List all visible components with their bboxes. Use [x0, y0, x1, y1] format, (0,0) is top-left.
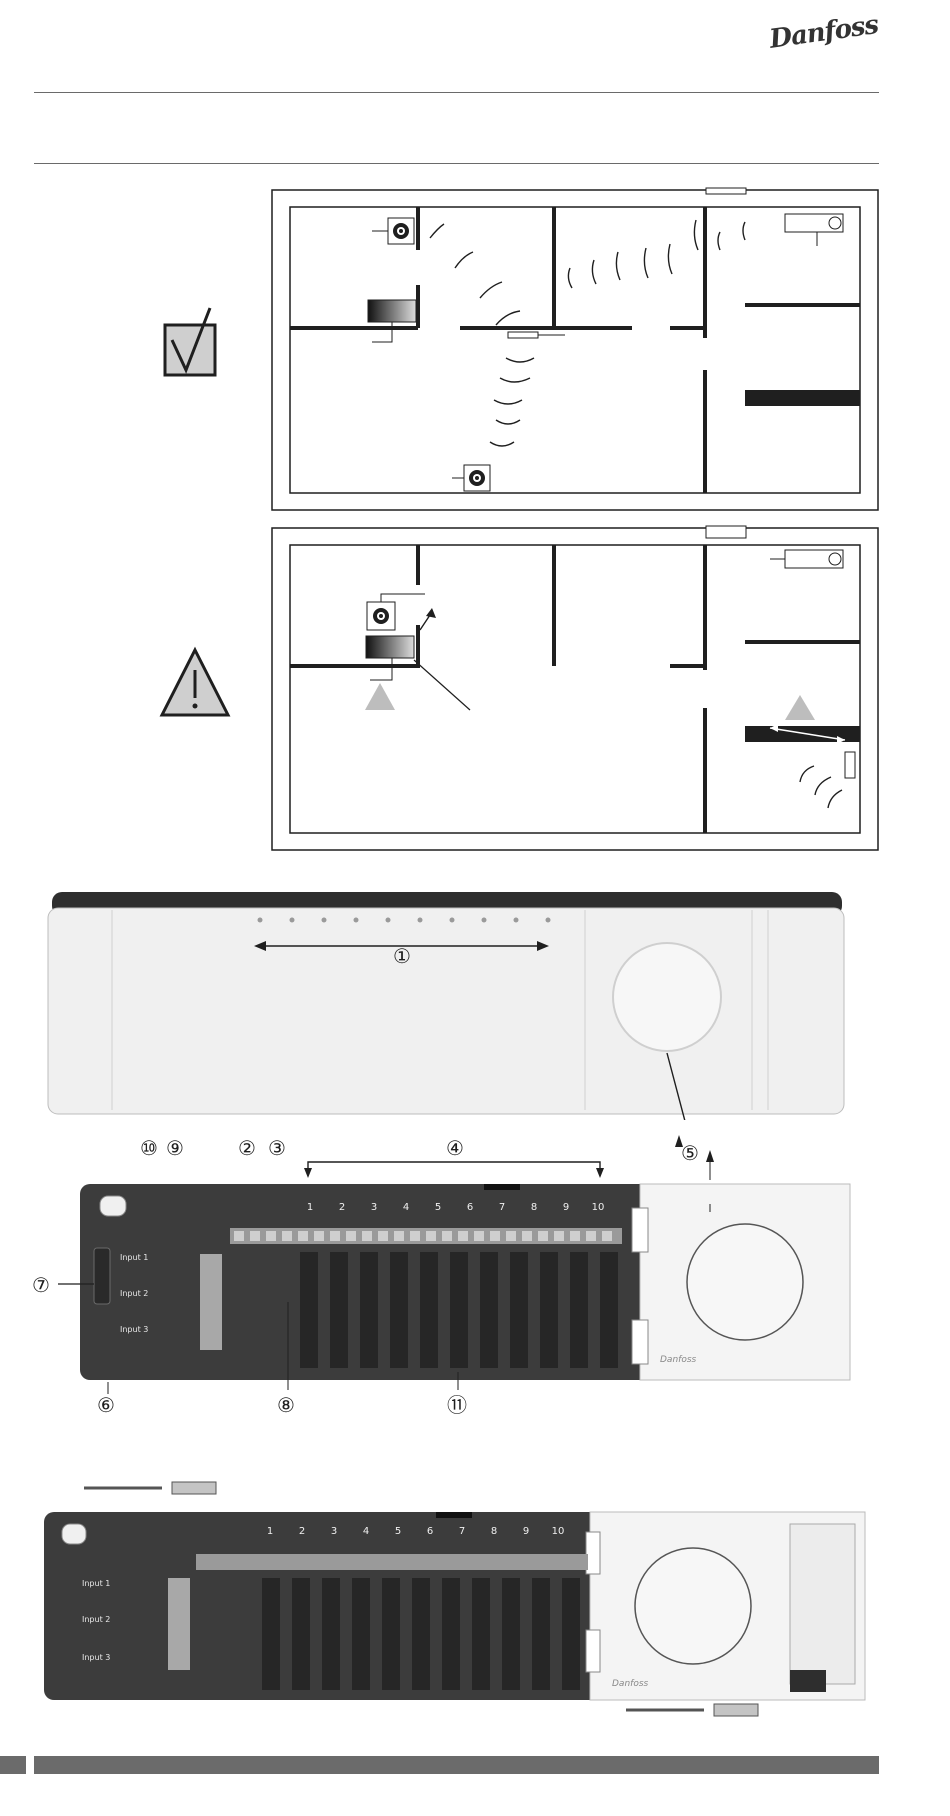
footer-bar: [34, 1756, 879, 1774]
svg-text:Input 2: Input 2: [82, 1615, 110, 1624]
callout-10: ⑩: [140, 1136, 158, 1160]
svg-text:8: 8: [531, 1202, 537, 1213]
mounting-screw-icon: [622, 1700, 782, 1724]
antenna-cover: [687, 1224, 803, 1340]
device-logo: Danfoss: [612, 1679, 649, 1689]
svg-text:4: 4: [363, 1526, 369, 1537]
room-thermostat: [452, 465, 490, 491]
callout-3: ③: [268, 1136, 286, 1160]
callout-11: ⑪: [447, 1393, 467, 1417]
svg-text:5: 5: [395, 1526, 401, 1537]
callout-6: ⑥: [97, 1393, 115, 1417]
controller-open-view: Input 1 Input 2 Input 3 1 2 3 4 5 6 7 8 …: [0, 1172, 950, 1452]
svg-text:3: 3: [371, 1202, 377, 1213]
header-rule-top: [34, 92, 879, 93]
svg-text:9: 9: [523, 1526, 529, 1537]
svg-text:1: 1: [267, 1526, 273, 1537]
svg-text:4: 4: [403, 1202, 409, 1213]
svg-text:10: 10: [552, 1526, 565, 1537]
floor-plan-incorrect: [0, 520, 950, 860]
callout-5: ⑤: [681, 1141, 699, 1165]
svg-text:9: 9: [563, 1202, 569, 1213]
inner-outline: [290, 207, 860, 493]
header-rule-bottom: [34, 163, 879, 164]
callout-8: ⑧: [277, 1393, 295, 1417]
svg-text:Input 3: Input 3: [82, 1653, 110, 1662]
master-controller: [770, 550, 843, 568]
svg-text:Input 1: Input 1: [120, 1253, 148, 1262]
callout-2: ②: [238, 1136, 256, 1160]
antenna-icon: [508, 332, 538, 338]
footer-page-marker: [0, 1756, 26, 1774]
main-unit-icon: [368, 300, 416, 322]
svg-text:10: 10: [592, 1202, 605, 1213]
svg-text:2: 2: [299, 1526, 305, 1537]
room-thermostat: [372, 218, 414, 244]
svg-text:Input 2: Input 2: [120, 1289, 148, 1298]
building-outline: [272, 190, 878, 510]
antenna-cover: [613, 943, 721, 1051]
master-controller: [785, 214, 843, 246]
controller-open-view-plain: Input 1 Input 2 Input 3 1 2 3 4 5 6 7 8 …: [0, 1500, 950, 1750]
svg-text:6: 6: [427, 1526, 433, 1537]
svg-text:5: 5: [435, 1202, 441, 1213]
danfoss-logo: Danfoss: [768, 11, 873, 65]
svg-text:Input 1: Input 1: [82, 1579, 110, 1588]
antenna-cover: [635, 1548, 751, 1664]
svg-text:3: 3: [331, 1526, 337, 1537]
callout-4: ④: [446, 1136, 464, 1160]
checkmark-icon: [165, 308, 215, 375]
signal-waves: [430, 220, 745, 446]
warning-icon: [162, 650, 228, 715]
svg-text:6: 6: [467, 1202, 473, 1213]
svg-text:8: 8: [491, 1526, 497, 1537]
svg-text:7: 7: [459, 1526, 465, 1537]
controller-front-view: ①: [40, 888, 850, 1120]
callout-7: ⑦: [32, 1273, 50, 1297]
svg-text:7: 7: [499, 1202, 505, 1213]
callout-9: ⑨: [166, 1136, 184, 1160]
svg-text:2: 2: [339, 1202, 345, 1213]
device-logo: Danfoss: [660, 1355, 697, 1365]
svg-text:1: 1: [307, 1202, 313, 1213]
room-thermostat: [367, 594, 425, 630]
main-unit-icon: [366, 636, 414, 658]
mounting-screw-icon: [80, 1478, 240, 1502]
callout-row-top: ⑩ ⑨ ② ③ ④ ⑤: [0, 1120, 950, 1180]
svg-text:Input 3: Input 3: [120, 1325, 148, 1334]
callout-1: ①: [393, 944, 411, 968]
floor-plan-correct: [0, 180, 950, 520]
